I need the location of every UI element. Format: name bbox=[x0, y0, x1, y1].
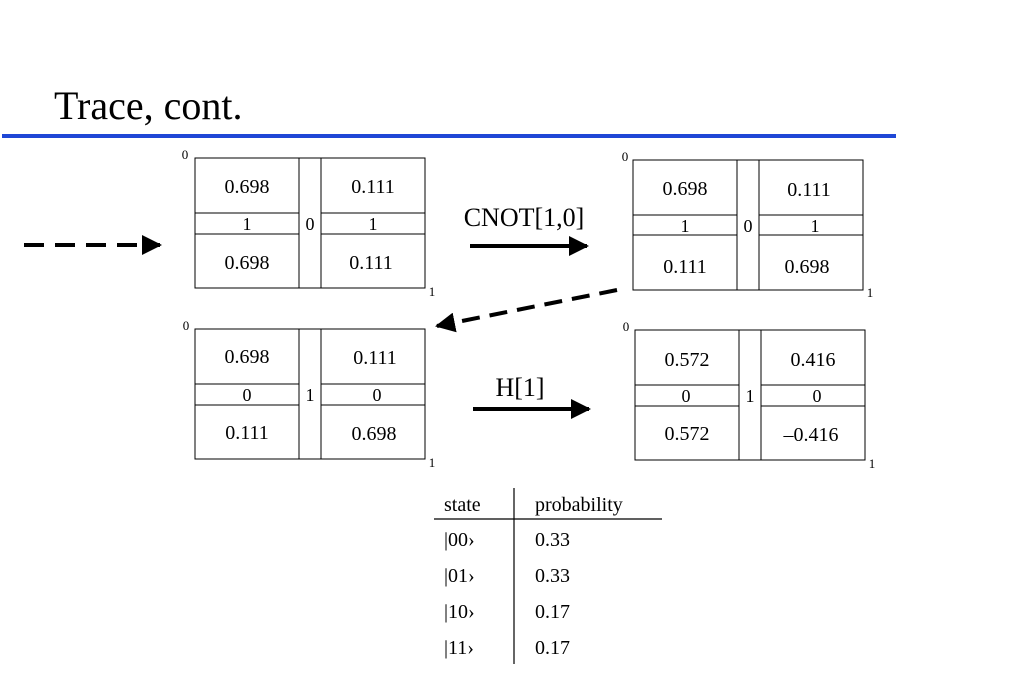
table-state-cell: |01› bbox=[444, 565, 475, 587]
left-amplitude-bottom: 0.111 bbox=[663, 256, 707, 278]
left-amplitude-top: 0.572 bbox=[665, 349, 710, 371]
right-basis-label: 1 bbox=[369, 214, 378, 234]
table-state-cell: |00› bbox=[444, 529, 475, 551]
right-basis-label: 1 bbox=[811, 216, 820, 236]
panel-left-block bbox=[194, 157, 300, 289]
state-panel-top-left: 0 1 0 0.698 1 0.698 0.111 1 0.111 bbox=[182, 147, 436, 299]
middle-basis-label: 1 bbox=[746, 386, 755, 406]
panel-right-block bbox=[760, 329, 866, 461]
middle-basis-label: 1 bbox=[306, 385, 315, 405]
corner-label-top: 0 bbox=[622, 149, 629, 164]
hadamard-transition: H[1] bbox=[473, 373, 591, 419]
left-amplitude-top: 0.698 bbox=[225, 346, 270, 368]
cnot-transition: CNOT[1,0] bbox=[464, 203, 589, 256]
panel-left-block bbox=[194, 328, 300, 460]
table-header-state: state bbox=[444, 494, 481, 516]
corner-label-bottom: 1 bbox=[869, 456, 876, 471]
return-dashed-arrow bbox=[435, 288, 618, 333]
table-state-cell: |10› bbox=[444, 601, 475, 623]
right-amplitude-top: 0.111 bbox=[353, 347, 397, 369]
right-amplitude-bottom: –0.416 bbox=[783, 424, 839, 446]
state-panel-bottom-right: 0 1 1 0.572 0 0.572 0.416 0 –0.416 bbox=[623, 319, 876, 471]
middle-basis-label: 0 bbox=[744, 216, 753, 236]
right-amplitude-top: 0.111 bbox=[351, 176, 395, 198]
corner-label-top: 0 bbox=[183, 318, 190, 333]
table-header-probability: probability bbox=[535, 494, 623, 516]
right-basis-label: 0 bbox=[813, 386, 822, 406]
hadamard-operation-label: H[1] bbox=[495, 373, 544, 402]
table-probability-cell: 0.33 bbox=[535, 529, 570, 551]
panel-left-block bbox=[632, 159, 738, 291]
left-basis-label: 1 bbox=[681, 216, 690, 236]
right-amplitude-top: 0.111 bbox=[787, 179, 831, 201]
panel-right-block bbox=[758, 159, 864, 291]
left-basis-label: 0 bbox=[243, 385, 252, 405]
corner-label-bottom: 1 bbox=[867, 285, 874, 300]
panel-left-block bbox=[634, 329, 740, 461]
corner-label-bottom: 1 bbox=[429, 284, 436, 299]
right-amplitude-bottom: 0.698 bbox=[352, 423, 397, 445]
table-probability-cell: 0.33 bbox=[535, 565, 570, 587]
left-amplitude-top: 0.698 bbox=[225, 176, 270, 198]
left-amplitude-bottom: 0.698 bbox=[225, 252, 270, 274]
panel-right-block bbox=[320, 328, 426, 460]
left-amplitude-bottom: 0.572 bbox=[665, 423, 710, 445]
right-amplitude-bottom: 0.111 bbox=[349, 252, 393, 274]
left-amplitude-top: 0.698 bbox=[663, 178, 708, 200]
state-panel-top-right: 0 1 0 0.698 1 0.111 0.111 1 0.698 bbox=[622, 149, 874, 300]
corner-label-bottom: 1 bbox=[429, 455, 436, 470]
table-probability-cell: 0.17 bbox=[535, 637, 570, 659]
right-basis-label: 0 bbox=[373, 385, 382, 405]
table-state-cell: |11› bbox=[444, 637, 474, 659]
corner-label-top: 0 bbox=[623, 319, 630, 334]
slide-title: Trace, cont. bbox=[54, 83, 243, 128]
probability-table: state probability |00› 0.33 |01› 0.33 |1… bbox=[434, 488, 662, 664]
left-basis-label: 0 bbox=[682, 386, 691, 406]
panel-right-block bbox=[320, 157, 426, 289]
table-probability-cell: 0.17 bbox=[535, 601, 570, 623]
title-underline bbox=[2, 134, 896, 138]
middle-basis-label: 0 bbox=[306, 214, 315, 234]
right-amplitude-bottom: 0.698 bbox=[785, 256, 830, 278]
state-panel-bottom-left: 0 1 1 0.698 0 0.111 0.111 0 0.698 bbox=[183, 318, 436, 470]
corner-label-top: 0 bbox=[182, 147, 189, 162]
right-amplitude-top: 0.416 bbox=[791, 349, 836, 371]
cnot-operation-label: CNOT[1,0] bbox=[464, 203, 585, 232]
left-amplitude-bottom: 0.111 bbox=[225, 422, 269, 444]
left-basis-label: 1 bbox=[243, 214, 252, 234]
